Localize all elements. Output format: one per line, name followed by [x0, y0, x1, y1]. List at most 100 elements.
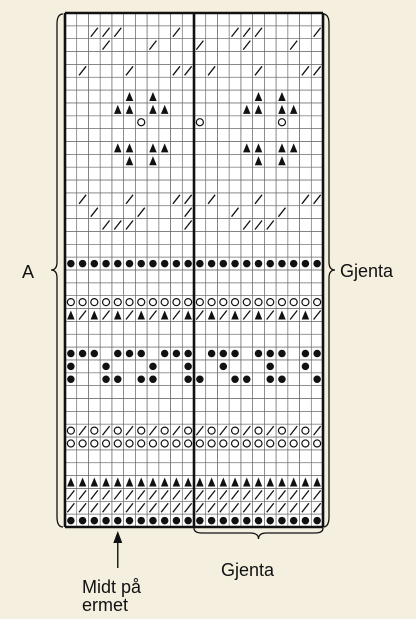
open-circle-symbol — [137, 298, 146, 307]
open-circle-symbol — [160, 426, 169, 435]
triangle-symbol — [172, 477, 181, 487]
slash-symbol — [313, 310, 322, 320]
dot-symbol — [160, 516, 169, 525]
dot-symbol — [160, 259, 169, 268]
dot-symbol — [207, 516, 216, 525]
triangle-symbol — [313, 477, 321, 487]
triangle-symbol — [90, 310, 99, 320]
slash-symbol — [125, 310, 134, 320]
open-circle-symbol — [113, 439, 122, 448]
slash-symbol — [195, 310, 204, 320]
slash-symbol — [184, 220, 193, 230]
dot-symbol — [313, 259, 321, 268]
open-circle-symbol — [266, 439, 275, 448]
dot-symbol — [102, 362, 110, 371]
slash-symbol — [313, 27, 322, 38]
slash-symbol — [148, 489, 157, 500]
triangle-symbol — [254, 143, 263, 153]
triangle-symbol — [219, 477, 228, 487]
triangle-symbol — [149, 156, 157, 166]
slash-symbol — [78, 65, 87, 76]
dot-symbol — [196, 259, 204, 268]
middle-arrow-head — [113, 531, 123, 543]
triangle-symbol — [278, 310, 286, 320]
slash-symbol — [66, 502, 75, 513]
dot-symbol — [289, 259, 298, 268]
slash-symbol — [78, 310, 87, 320]
slash-symbol — [102, 220, 111, 230]
slash-symbol — [172, 502, 181, 513]
slash-symbol — [113, 27, 122, 38]
open-circle-symbol — [219, 439, 228, 448]
triangle-symbol — [90, 477, 99, 487]
triangle-symbol — [114, 104, 122, 114]
slash-symbol — [102, 425, 111, 436]
slash-symbol — [254, 65, 263, 76]
dot-symbol — [67, 362, 75, 371]
dot-symbol — [278, 259, 286, 268]
triangle-symbol — [102, 477, 110, 487]
slash-symbol — [242, 425, 251, 436]
slash-symbol — [113, 489, 122, 500]
slash-symbol — [277, 502, 286, 513]
dot-symbol — [243, 375, 251, 383]
triangle-symbol — [289, 477, 298, 487]
open-circle-symbol — [184, 298, 193, 307]
triangle-symbol — [278, 104, 286, 114]
slash-symbol — [207, 489, 216, 500]
open-circle-symbol — [137, 439, 146, 448]
dot-symbol — [278, 375, 286, 383]
slash-symbol — [231, 207, 240, 218]
triangle-symbol — [231, 477, 239, 487]
slash-symbol — [172, 489, 181, 500]
triangle-symbol — [184, 310, 192, 320]
open-circle-symbol — [301, 439, 310, 448]
slash-symbol — [184, 489, 193, 500]
slash-symbol — [148, 425, 157, 436]
dot-symbol — [90, 259, 99, 268]
open-circle-symbol — [90, 298, 99, 307]
open-circle-symbol — [148, 298, 158, 307]
slash-symbol — [78, 194, 87, 205]
dot-symbol — [254, 349, 263, 358]
triangle-symbol — [289, 143, 298, 153]
dot-symbol — [266, 516, 274, 525]
dot-symbol — [278, 349, 286, 358]
label-a: A — [22, 262, 35, 282]
triangle-symbol — [301, 310, 310, 320]
open-circle-symbol — [207, 426, 216, 435]
dot-symbol — [114, 349, 122, 358]
triangle-symbol — [137, 310, 145, 320]
dot-symbol — [67, 349, 75, 358]
open-circle-symbol — [172, 439, 181, 448]
slash-symbol — [137, 502, 146, 513]
triangle-symbol — [160, 310, 169, 320]
slash-symbol — [266, 489, 275, 500]
dot-symbol — [243, 516, 251, 525]
dot-symbol — [125, 516, 134, 525]
slash-symbol — [125, 502, 134, 513]
slash-symbol — [289, 40, 298, 51]
open-circle-symbol — [101, 439, 111, 448]
slash-symbol — [125, 425, 134, 436]
slash-symbol — [219, 425, 228, 436]
open-circle-symbol — [78, 439, 87, 448]
slash-symbol — [266, 220, 275, 230]
open-circle-symbol — [90, 439, 99, 448]
open-circle-symbol — [90, 426, 99, 435]
open-circle-symbol — [266, 298, 275, 307]
dot-symbol — [67, 259, 75, 268]
triangle-symbol — [114, 477, 122, 487]
open-circle-symbol — [184, 439, 193, 448]
dot-symbol — [149, 516, 157, 525]
open-circle-symbol — [160, 439, 169, 448]
slash-symbol — [102, 27, 111, 38]
open-circle-symbol — [301, 298, 310, 307]
triangle-symbol — [243, 104, 251, 114]
slash-symbol — [137, 207, 146, 218]
slash-symbol — [90, 489, 99, 500]
dot-symbol — [172, 516, 181, 525]
slash-symbol — [254, 194, 263, 205]
open-circle-symbol — [277, 439, 287, 448]
